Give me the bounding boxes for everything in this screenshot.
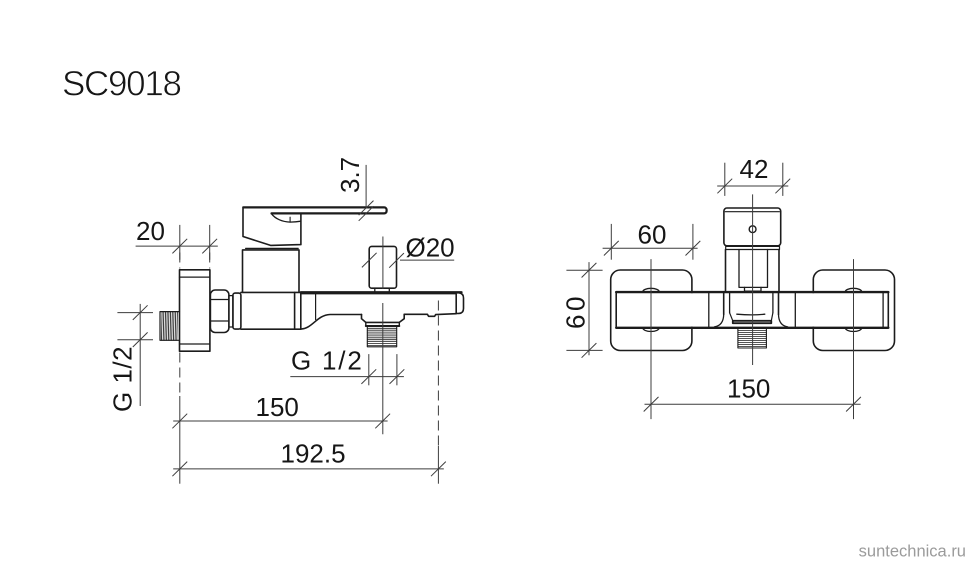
- svg-text:SC9018: SC9018: [62, 65, 181, 104]
- svg-text:3.7: 3.7: [335, 157, 365, 193]
- svg-text:Ø20: Ø20: [406, 233, 455, 263]
- svg-text:20: 20: [136, 216, 165, 246]
- svg-text:60: 60: [638, 220, 667, 250]
- svg-text:42: 42: [740, 154, 769, 184]
- svg-text:G 1/2: G 1/2: [108, 346, 138, 412]
- svg-text:suntechnica.ru: suntechnica.ru: [859, 543, 966, 561]
- svg-text:150: 150: [256, 392, 299, 422]
- svg-text:150: 150: [727, 374, 770, 404]
- svg-text:60: 60: [560, 293, 590, 329]
- svg-text:G 1/2: G 1/2: [291, 345, 364, 375]
- svg-text:192.5: 192.5: [281, 438, 346, 468]
